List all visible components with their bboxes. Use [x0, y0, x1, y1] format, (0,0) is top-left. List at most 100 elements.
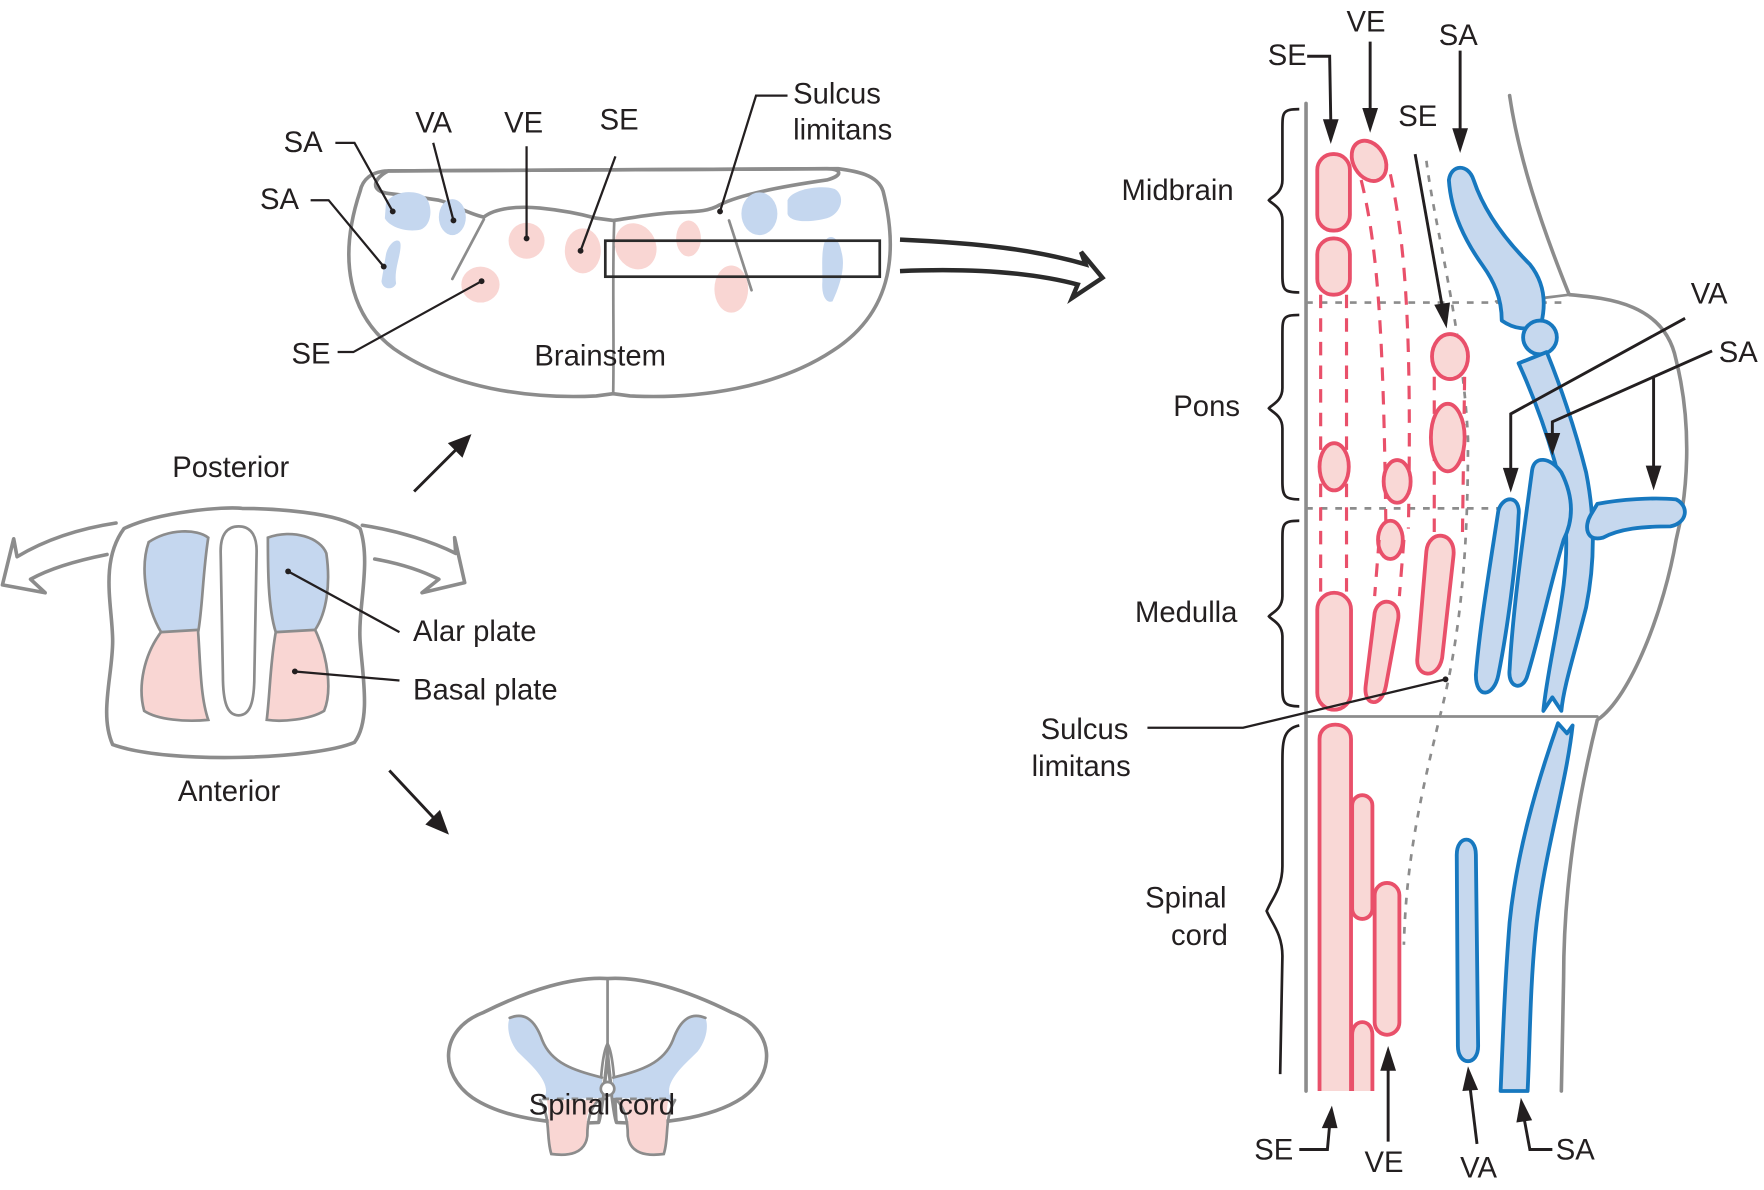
longitudinal-view: Midbrain Pons Medulla Spinal cord Sulcus… [1032, 6, 1759, 1184]
nucleus-ve-right [676, 220, 701, 257]
se-nucleus-medulla [1315, 590, 1353, 712]
label-top-ve: VE [1347, 6, 1386, 38]
alar-plate-right [267, 534, 329, 633]
embryonic-cord: Posterior Anterior Alar plate Basal plat… [0, 434, 558, 835]
alar-plate-left [144, 531, 209, 633]
leader-sulcus-limitans [718, 94, 788, 212]
basal-plate-left [141, 629, 209, 721]
ve-spinal-2 [1372, 881, 1402, 1037]
arrowhead [1321, 1105, 1338, 1129]
lateral-outline [1507, 93, 1689, 1093]
nucleus-sa-left-lower [381, 240, 401, 289]
label-sulcus-line1: Sulcus [793, 78, 881, 110]
arrowhead [1322, 119, 1339, 144]
brainstem-outline [347, 166, 893, 399]
label-sa-upper: SA [284, 127, 323, 159]
sa-nucleus-pons-round [1521, 318, 1559, 357]
se-mid-nucleus-medulla [1415, 533, 1456, 676]
sa-column-midbrain [1446, 165, 1546, 331]
label-basal-plate: Basal plate [413, 675, 558, 707]
brace-medulla [1267, 519, 1300, 708]
arrowhead [1434, 302, 1451, 329]
leader-dot [523, 235, 530, 242]
arrowhead [1452, 128, 1469, 153]
label-se-lower: SE [291, 338, 330, 370]
arrow-top-se-mid [1413, 153, 1444, 307]
sa-nucleus-medulla-lateral [1585, 496, 1687, 541]
arrow-right-sa-inner [1550, 349, 1713, 437]
arrowhead [447, 434, 472, 458]
label-spinal-line1: Spinal [1145, 883, 1226, 915]
arrowhead [1380, 1046, 1397, 1071]
leader-dot [291, 668, 298, 675]
va-nucleus-medulla [1473, 497, 1521, 695]
grey-matter-outline-left [508, 1014, 604, 1157]
nucleus-sa-left-upper [384, 192, 431, 231]
ve-spinal-3 [1350, 1020, 1375, 1092]
brainstem-section: SA SA VA VE SE SE Sulcus limitans Brains… [260, 78, 893, 399]
leader-sulcus-limitans-long [1147, 678, 1446, 729]
leader-va [432, 142, 455, 221]
midline [611, 219, 616, 396]
curved-arrow-left [0, 521, 118, 595]
nucleus-sa-right-lower [822, 236, 843, 302]
nucleus-se-left-lower [461, 266, 500, 303]
basal-plate-right [266, 629, 329, 721]
ve-nucleus-medulla-2 [1363, 599, 1401, 705]
arrowhead [1502, 467, 1519, 493]
arrow-to-brainstem [413, 443, 463, 493]
label-midbrain: Midbrain [1122, 175, 1234, 207]
label-right-va: VA [1691, 279, 1728, 311]
arrow-bottom-se [1299, 1124, 1332, 1151]
sulcus-line-right [727, 219, 753, 292]
label-sulcus-line1: Sulcus [1041, 714, 1129, 746]
brace-pons [1267, 313, 1300, 501]
embryonic-cord-outline [104, 506, 367, 760]
sulcus-limitans-curve [1402, 160, 1470, 945]
se-mid-nucleus-pons-1 [1430, 332, 1470, 381]
leader-basal [294, 670, 400, 682]
label-top-sa: SA [1439, 20, 1478, 52]
se-mid-nucleus-pons-2 [1428, 401, 1467, 474]
label-top-se-mid: SE [1398, 101, 1437, 133]
label-pons: Pons [1173, 391, 1240, 423]
leader-dot [577, 247, 584, 254]
leader-alar [287, 570, 401, 634]
label-spinal-line2: cord [1171, 920, 1228, 952]
sulcus-boundary [159, 628, 317, 634]
curved-arrow-right [360, 523, 467, 595]
leader-dot [717, 208, 723, 215]
nucleus-sa-right-upper [787, 187, 842, 222]
label-medulla: Medulla [1135, 597, 1238, 629]
ve-column-dash [1359, 174, 1411, 529]
dorsal-horn-right [613, 1015, 707, 1101]
nucleus-se-right [614, 223, 657, 270]
brainstem-title: Brainstem [534, 341, 666, 373]
leader-dot [380, 263, 387, 270]
ve-column-dash-lower [1373, 539, 1406, 597]
arrowhead [1516, 1097, 1533, 1123]
label-va: VA [415, 108, 452, 140]
sa-nucleus-medulla-inner [1507, 457, 1573, 688]
ve-nucleus-medulla-1 [1376, 518, 1405, 561]
ve-nucleus-midbrain [1349, 138, 1389, 183]
se-nucleus-midbrain-2 [1315, 236, 1352, 297]
label-bottom-va: VA [1460, 1153, 1497, 1185]
grey-matter-outline-right [611, 1014, 707, 1157]
brace-midbrain [1267, 107, 1300, 294]
magnified-region-box [603, 239, 882, 279]
se-column-dash [1319, 294, 1349, 594]
ve-nucleus-pons [1381, 458, 1413, 505]
label-bottom-ve: VE [1365, 1147, 1404, 1179]
label-sa-lower: SA [260, 184, 299, 216]
arrow-top-se-left [1307, 54, 1333, 122]
brace-spinal-cord [1265, 724, 1300, 1075]
nucleus-se-right-lower [714, 265, 749, 313]
arrowhead [425, 809, 449, 835]
arrow-to-spinal-cord [388, 769, 440, 825]
se-nucleus-pons [1317, 441, 1351, 493]
dorsal-horn-left [508, 1015, 602, 1101]
label-se-upper: SE [600, 104, 639, 136]
leader-dot [389, 208, 396, 215]
